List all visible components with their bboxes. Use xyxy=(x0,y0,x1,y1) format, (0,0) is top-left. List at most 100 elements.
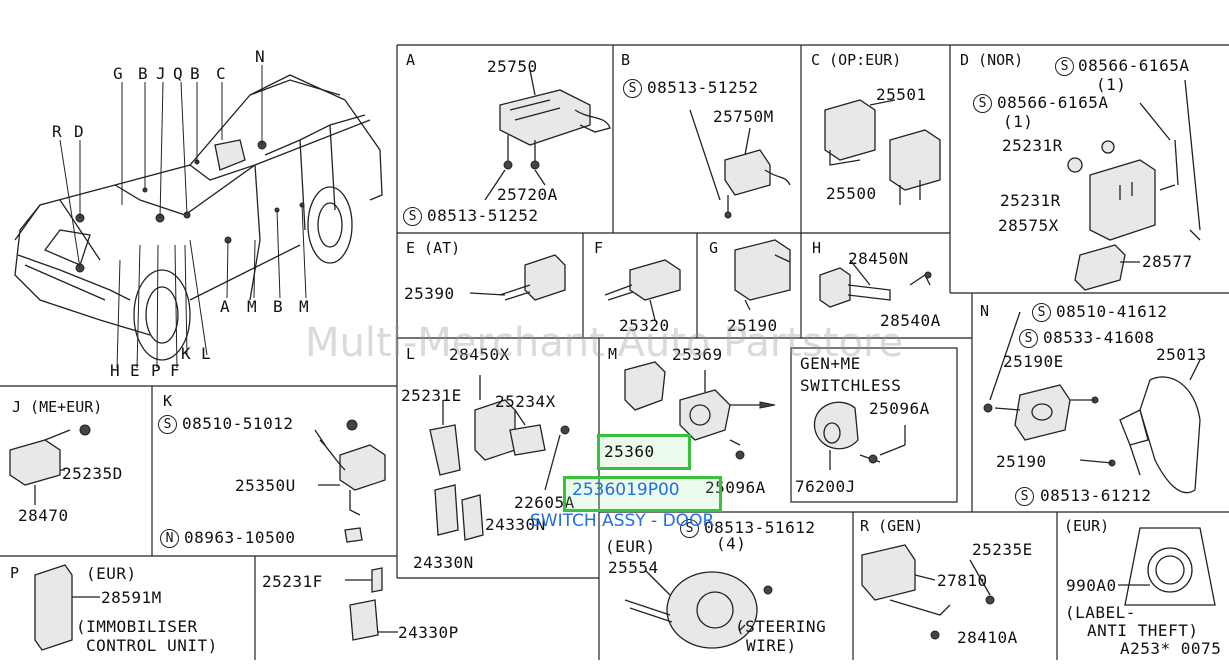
section-genme-cap xyxy=(813,401,906,470)
part-number[interactable]: 08513-51612 xyxy=(704,518,816,537)
part-number[interactable]: 25235E xyxy=(972,540,1033,559)
part-number[interactable]: 28577 xyxy=(1142,252,1193,271)
part-number[interactable]: 24330P xyxy=(398,623,459,642)
part-number[interactable]: 24330N xyxy=(413,553,474,572)
screw-symbol: S xyxy=(403,207,422,226)
section-p-unit xyxy=(34,564,100,651)
callout-n: N xyxy=(255,47,266,66)
section-m-door-switch xyxy=(624,361,776,460)
part-number[interactable]: 08513-51252 xyxy=(647,78,759,97)
part-number[interactable]: 28591M xyxy=(101,588,162,607)
part-number[interactable]: 28470 xyxy=(18,506,69,525)
quantity: (1) xyxy=(1003,112,1034,131)
section-title: (EUR) xyxy=(1064,517,1110,535)
callout-b: B xyxy=(190,64,201,83)
part-number[interactable]: 22605A xyxy=(514,493,575,512)
section-title: K xyxy=(163,392,173,410)
part-number[interactable]: 25369 xyxy=(672,345,723,364)
part-number[interactable]: 08566-6165A xyxy=(1078,56,1190,75)
screw-symbol: S xyxy=(680,519,699,538)
part-number[interactable]: 25231R xyxy=(1000,191,1061,210)
callout-m: M xyxy=(299,297,310,316)
part-number[interactable]: 28450N xyxy=(848,249,909,268)
part-number[interactable]: 27810 xyxy=(937,571,988,590)
section-title: C (OP:EUR) xyxy=(811,51,902,69)
part-number[interactable]: 25190E xyxy=(1003,352,1064,371)
part-number[interactable]: 25235D xyxy=(62,464,123,483)
part-number[interactable]: 76200J xyxy=(795,477,856,496)
part-number[interactable]: 08533-41608 xyxy=(1043,328,1155,347)
screw-symbol: S xyxy=(1055,57,1074,76)
part-caption: WIRE) xyxy=(746,636,797,655)
part-number[interactable]: 25231R xyxy=(1002,136,1063,155)
part-number[interactable]: 25013 xyxy=(1156,345,1207,364)
part-number[interactable]: 24330N xyxy=(485,515,546,534)
callout-a: A xyxy=(220,297,231,316)
part-number[interactable]: 25750 xyxy=(487,57,538,76)
callout-f: F xyxy=(170,361,181,380)
part-number[interactable]: 28575X xyxy=(998,216,1059,235)
callout-c: C xyxy=(216,64,227,83)
section-title: J (ME+EUR) xyxy=(12,398,103,416)
section-h-switch xyxy=(819,259,932,308)
highlight-box-part[interactable] xyxy=(563,476,722,512)
screw-symbol: S xyxy=(973,94,992,113)
part-number[interactable]: 08510-51012 xyxy=(182,414,294,433)
section-title: H xyxy=(812,239,822,257)
part-number[interactable]: 990A0 xyxy=(1066,576,1117,595)
part-number[interactable]: 25750M xyxy=(713,107,774,126)
part-caption: (LABEL- xyxy=(1065,603,1136,622)
part-number[interactable]: 25234X xyxy=(495,392,556,411)
part-number[interactable]: 25096A xyxy=(869,399,930,418)
part-number[interactable]: 25390 xyxy=(404,284,455,303)
screw-symbol: S xyxy=(623,79,642,98)
section-steering-wire xyxy=(624,569,773,649)
section-n-parts xyxy=(983,311,1201,494)
section-title: D (NOR) xyxy=(960,51,1024,69)
section-title: A xyxy=(406,51,416,69)
part-number[interactable]: 25350U xyxy=(235,476,296,495)
part-number[interactable]: 08510-41612 xyxy=(1056,302,1168,321)
section-d-unit xyxy=(1067,79,1201,291)
part-number[interactable]: 08513-61212 xyxy=(1040,486,1152,505)
part-number[interactable]: 25190 xyxy=(727,316,778,335)
part-number[interactable]: 08513-51252 xyxy=(427,206,539,225)
part-number[interactable]: 08566-6165A xyxy=(997,93,1109,112)
callout-g: G xyxy=(113,64,124,83)
highlight-part-number[interactable]: 2536019P00 xyxy=(572,480,680,500)
part-caption: (STEERING xyxy=(735,617,827,636)
section-eur-label xyxy=(1118,527,1216,606)
section-j-unit xyxy=(9,424,91,505)
section-f-switch xyxy=(604,259,681,321)
part-number[interactable]: 08963-10500 xyxy=(184,528,296,547)
callout-m: M xyxy=(247,297,258,316)
section-r-parts xyxy=(861,544,995,640)
screw-symbol: S xyxy=(1019,329,1038,348)
part-number[interactable]: 25320 xyxy=(619,316,670,335)
part-number[interactable]: 25720A xyxy=(497,185,558,204)
vehicle-illustration xyxy=(14,74,383,361)
section-grid xyxy=(0,44,1229,660)
part-number[interactable]: 28540A xyxy=(880,311,941,330)
part-number[interactable]: 25190 xyxy=(996,452,1047,471)
part-number[interactable]: 25231E xyxy=(401,386,462,405)
part-number[interactable]: 25554 xyxy=(608,558,659,577)
section-subtitle: (EUR) xyxy=(605,537,656,556)
part-number[interactable]: 25500 xyxy=(826,184,877,203)
section-title: E (AT) xyxy=(406,239,461,257)
callout-e: E xyxy=(130,361,141,380)
section-subtitle: (EUR) xyxy=(86,564,137,583)
part-number[interactable]: 28450X xyxy=(449,345,510,364)
box-subtitle: SWITCHLESS xyxy=(800,376,902,395)
part-number[interactable]: 28410A xyxy=(957,628,1018,647)
part-number[interactable]: 25501 xyxy=(876,85,927,104)
part-number[interactable]: 25231F xyxy=(262,572,323,591)
part-number[interactable]: 25360 xyxy=(604,442,655,461)
callout-r: R xyxy=(52,122,63,141)
watermark: Multi-Merchant Auto Partstore xyxy=(305,320,904,366)
highlight-box-25360[interactable] xyxy=(597,434,691,470)
section-a-switch xyxy=(484,69,611,201)
callout-q: Q xyxy=(173,64,184,83)
